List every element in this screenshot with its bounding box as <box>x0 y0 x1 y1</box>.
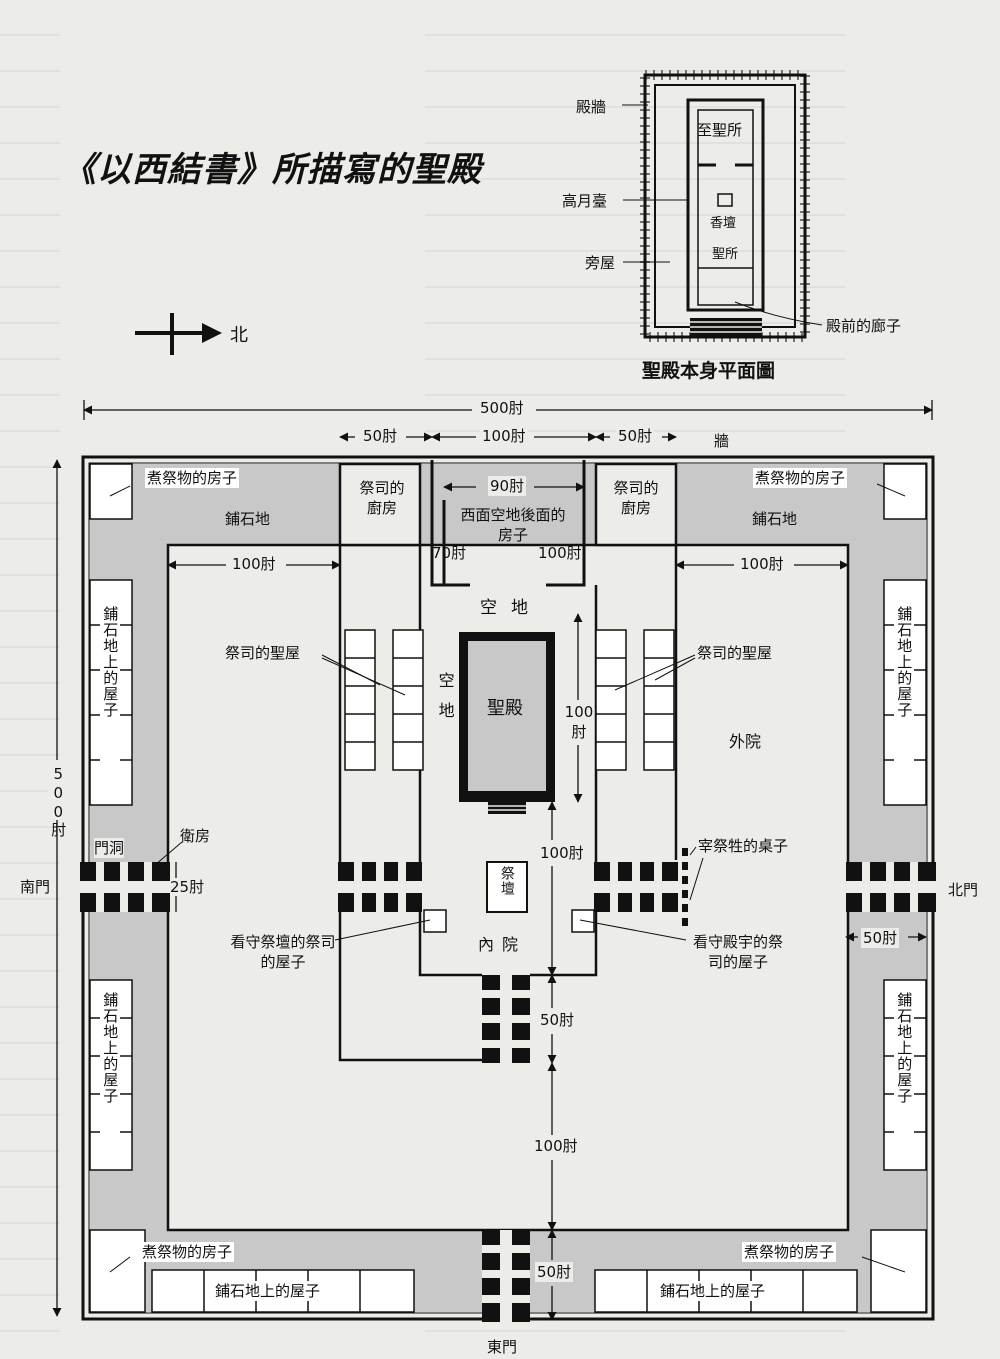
compass-arrow-icon <box>135 313 222 355</box>
priests-holy-rooms <box>344 629 675 771</box>
rooms-on-pavement-label-w2: 鋪石地上的屋子 <box>100 992 121 1162</box>
dim-50-north: 50肘 <box>861 928 900 949</box>
rooms-on-pavement-label-s2: 鋪石地上的屋子 <box>660 1281 766 1302</box>
pavement-label-left: 鋪石地 <box>225 510 271 528</box>
plan-incense-altar-label: 香壇 <box>710 215 736 231</box>
dim-50-east: 50肘 <box>535 1262 574 1283</box>
dim-25: 25肘 <box>170 878 205 896</box>
dim-50-gate: 50肘 <box>538 1010 577 1031</box>
guard-rooms-label: 衛房 <box>180 827 211 845</box>
slaughter-tables <box>682 848 688 926</box>
dim-100-temple: 100肘 <box>564 702 594 743</box>
dim-overall: 500肘 <box>478 398 526 419</box>
plan-holy-place-label: 聖所 <box>712 247 738 262</box>
dim-100-east: 100肘 <box>532 1136 580 1157</box>
dim-100-west: 100肘 <box>538 544 582 562</box>
altar-label: 祭壇 <box>498 866 515 896</box>
priests-holy-rooms-label-right: 祭司的聖屋 <box>697 644 773 662</box>
compass-north-label: 北 <box>230 325 248 346</box>
corner-kitchens <box>89 463 927 1313</box>
rooms-on-pavement-label-e2: 鋪石地上的屋子 <box>894 992 915 1162</box>
plan-title: 聖殿本身平面圖 <box>642 360 776 382</box>
dim-100-left: 100肘 <box>230 554 278 575</box>
plan-side-rooms-label: 旁屋 <box>585 254 615 272</box>
plan-holy-of-holies-label: 至聖所 <box>697 121 742 139</box>
kitchen-label-se: 煮祭物的房子 <box>742 1242 837 1263</box>
temple-priests-label: 看守殿宇的祭司的屋子 <box>692 933 783 972</box>
rooms-on-pavement-label-e1: 鋪石地上的屋子 <box>894 606 915 796</box>
west-building-label: 西面空地後面的房子 <box>460 506 566 545</box>
dim-100-altar: 100肘 <box>538 843 586 864</box>
outer-court-label: 外院 <box>729 732 762 751</box>
priests-kitchen-label-left: 祭司的廚房 <box>359 479 405 518</box>
slaughter-tables-label: 宰祭牲的桌子 <box>698 837 789 855</box>
dim-70: 70肘 <box>432 544 467 562</box>
temple-label: 聖殿 <box>487 698 523 719</box>
plan-porch-label: 殿前的廊子 <box>826 317 901 335</box>
dim-90: 90肘 <box>488 476 527 497</box>
dimension-lines <box>52 400 933 1321</box>
temple-plan <box>622 70 823 342</box>
altar <box>486 861 528 913</box>
dim-100-top: 100肘 <box>480 426 528 447</box>
priests-kitchen-label-right: 祭司的廚房 <box>613 479 659 518</box>
pavement-label-right: 鋪石地 <box>752 510 798 528</box>
leader-lines <box>109 483 906 1273</box>
wall-label: 牆 <box>714 432 730 450</box>
altar-priests-label: 看守祭壇的祭司的屋子 <box>230 933 336 972</box>
gateway-openings <box>80 862 936 1322</box>
open-space-label: 空地 <box>480 598 542 618</box>
kitchen-label-nw: 煮祭物的房子 <box>145 468 240 489</box>
rooms-on-pavement-label-w1: 鋪石地上的屋子 <box>100 606 121 796</box>
west-building <box>430 460 586 587</box>
open-space-side-label: 空地 <box>435 672 455 732</box>
rooms-on-pavement-label-s1: 鋪石地上的屋子 <box>215 1281 321 1302</box>
kitchen-label-ne: 煮祭物的房子 <box>753 468 848 489</box>
gateway-label: 門洞 <box>94 838 125 859</box>
dim-overall-side: 500肘 <box>48 765 69 838</box>
dim-50-right: 50肘 <box>616 426 655 447</box>
south-gate-label: 南門 <box>20 878 51 896</box>
page-title: 《以西結書》所描寫的聖殿 <box>62 150 482 190</box>
inner-court-label: 內院 <box>478 935 527 954</box>
north-gate-label: 北門 <box>948 881 979 899</box>
plan-platform-label: 高月臺 <box>562 192 607 210</box>
dim-50-left: 50肘 <box>361 426 400 447</box>
temple-building <box>459 632 555 814</box>
dim-100-right: 100肘 <box>738 554 786 575</box>
background-text-column <box>0 0 60 1359</box>
priests-holy-rooms-label-left: 祭司的聖屋 <box>225 644 301 662</box>
east-gate-label: 東門 <box>487 1338 518 1356</box>
room-lines <box>345 657 674 743</box>
plan-wall-label: 殿牆 <box>576 98 606 116</box>
kitchen-label-sw: 煮祭物的房子 <box>140 1242 235 1263</box>
